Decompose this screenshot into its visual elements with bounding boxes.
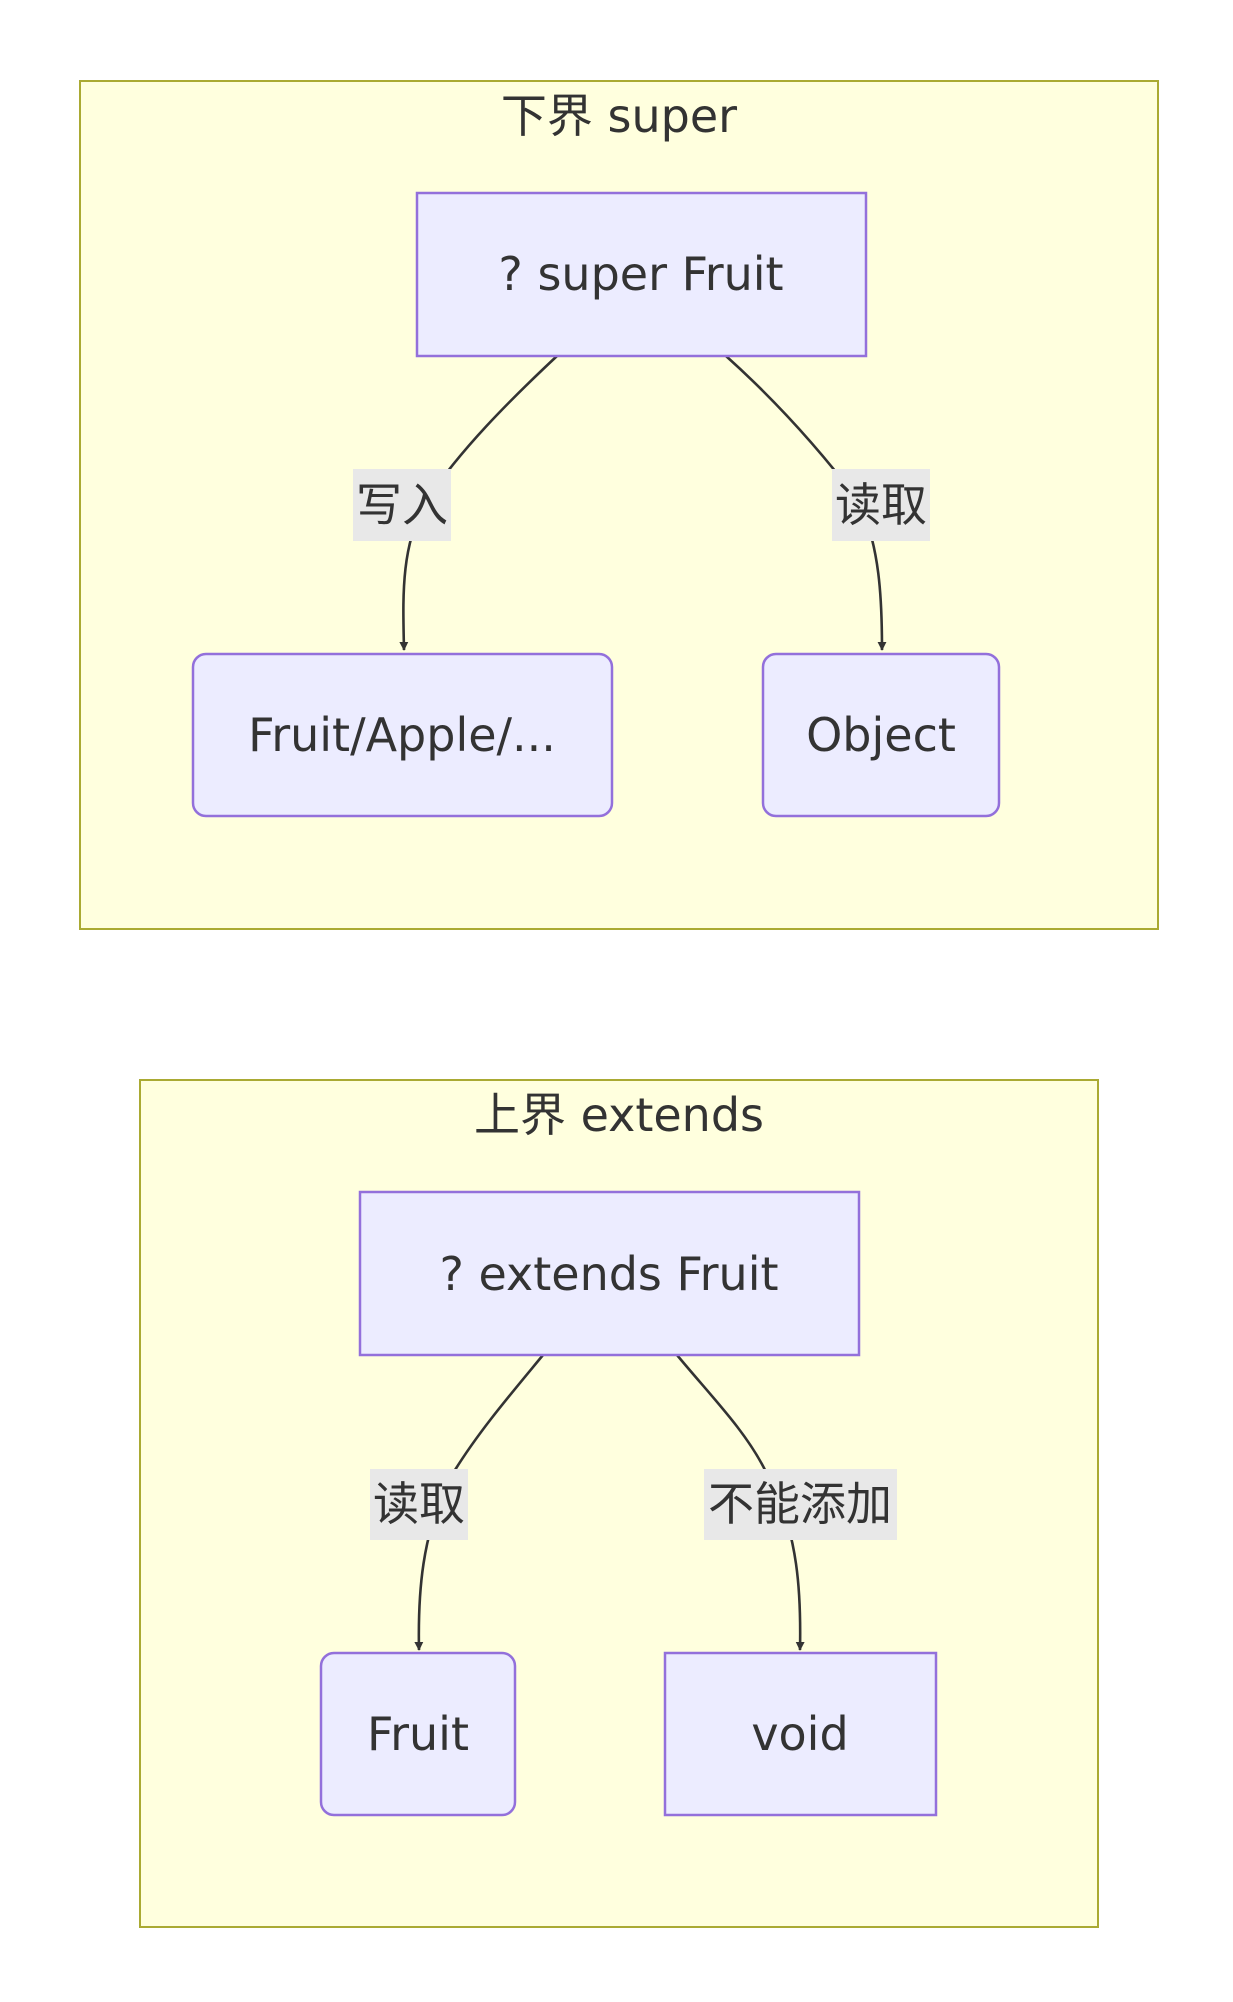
node-label: void xyxy=(751,1707,848,1761)
edge-label-super-read: 读取 xyxy=(832,469,930,541)
cluster-extends: 上界 extends 读取 不能添加 ? extends Fruit Fruit… xyxy=(139,1079,1099,1928)
node-extends-add-target: void xyxy=(663,1651,938,1817)
node-label: ? extends Fruit xyxy=(439,1247,778,1301)
node-label: Fruit xyxy=(367,1707,469,1761)
edge-label-bg xyxy=(704,1469,897,1540)
edge-label-text: 写入 xyxy=(356,478,448,532)
node-extends-read-target: Fruit xyxy=(319,1651,517,1817)
node-label: Fruit/Apple/... xyxy=(248,708,556,762)
node-box xyxy=(761,652,1001,818)
node-box xyxy=(415,191,868,358)
node-label: Object xyxy=(806,708,956,762)
node-super-root: ? super Fruit xyxy=(415,191,868,358)
cluster-extends-title: 上界 extends xyxy=(474,1088,764,1142)
edge-label-bg xyxy=(353,469,451,541)
edge-label-extends-add: 不能添加 xyxy=(704,1469,897,1540)
edge-label-extends-read: 读取 xyxy=(370,1469,468,1540)
edge-label-bg xyxy=(832,469,930,541)
cluster-super-title: 下界 super xyxy=(501,89,737,143)
node-box xyxy=(358,1190,861,1357)
node-box xyxy=(191,652,614,818)
edge-label-super-write: 写入 xyxy=(353,469,451,541)
node-super-write-target: Fruit/Apple/... xyxy=(191,652,614,818)
node-super-read-target: Object xyxy=(761,652,1001,818)
cluster-super: 下界 super 写入 读取 ? super Fruit Fruit/Apple… xyxy=(79,80,1159,930)
edge-label-text: 读取 xyxy=(835,478,927,532)
edge-label-bg xyxy=(370,1469,468,1540)
node-extends-root: ? extends Fruit xyxy=(358,1190,861,1357)
node-box xyxy=(663,1651,938,1817)
node-label: ? super Fruit xyxy=(498,247,783,301)
node-box xyxy=(319,1651,517,1817)
edge-label-text: 不能添加 xyxy=(708,1477,892,1531)
edge-label-text: 读取 xyxy=(373,1477,465,1531)
